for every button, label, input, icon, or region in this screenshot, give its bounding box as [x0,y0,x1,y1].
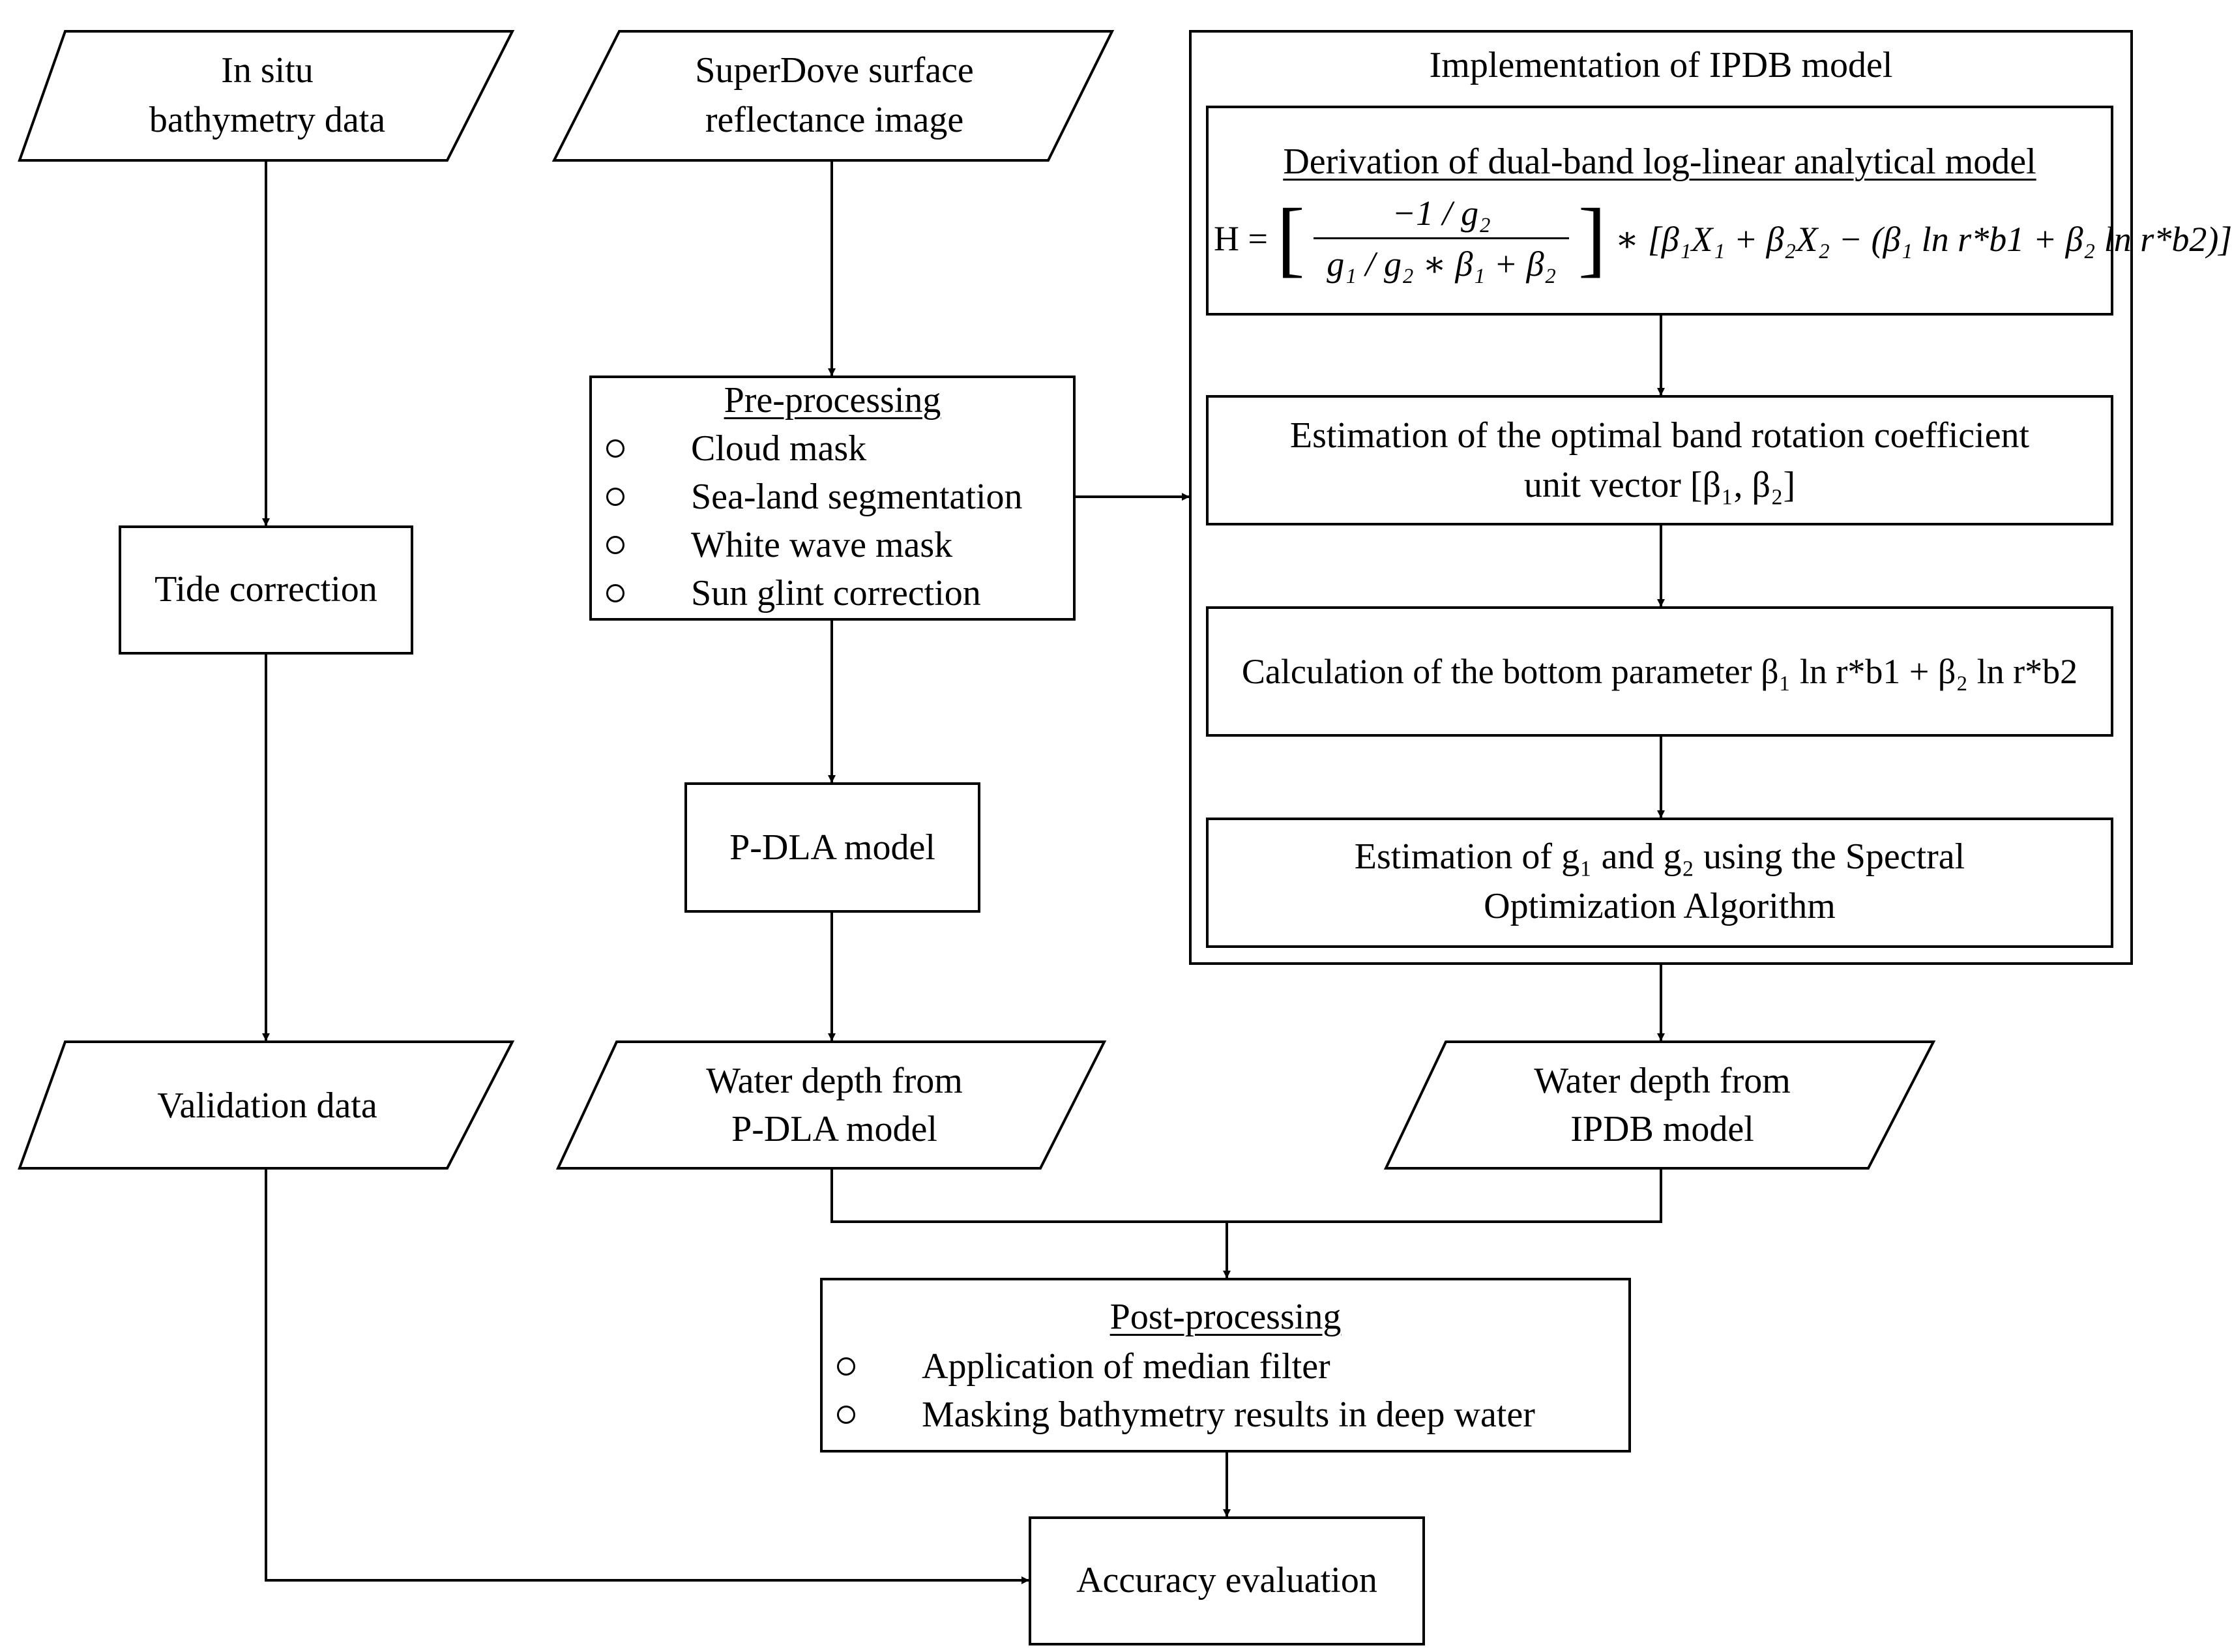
postprocessing-item: Masking bathymetry results in deep water [837,1390,1619,1439]
preprocessing-title: Pre-processing [724,380,941,420]
water-depth-ipdb-line1: Water depth from [1534,1061,1791,1101]
bullet-circle-icon [837,1357,855,1376]
insitu-label-line2: bathymetry data [149,100,386,140]
postprocessing-item: Application of median filter [837,1342,1619,1391]
insitu-shape [18,30,515,162]
validation-shape [18,1040,515,1170]
preprocessing-item: Cloud mask [606,424,1063,473]
superdove-label-line1: SuperDove surface [695,50,974,91]
preprocessing-item: Sea-land segmentation [606,472,1063,522]
preprocessing-item: White wave mask [606,520,1063,570]
derivation-title: Derivation of dual-band log-linear analy… [1283,141,2036,182]
bullet-circle-icon [606,536,624,554]
equation-rhs: ∗ [β₁X₁ + β₂X₂ − (β₁ ln r*b1 + β₂ ln r*b… [1615,219,2232,259]
superdove-label-line2: reflectance image [705,100,964,140]
water-depth-pdla-line2: P-DLA model [731,1109,937,1149]
insitu-label-line1: In situ [221,50,314,91]
superdove-shape [551,30,1115,162]
preprocessing-item: Sun glint correction [606,568,1063,618]
postprocessing-title: Post-processing [1109,1297,1342,1337]
optimal-band-line1: Estimation of the optimal band rotation … [1289,415,2030,456]
g-estimation-box [1206,818,2113,948]
accuracy-evaluation-label: Accuracy evaluation [1076,1560,1377,1600]
equation-fraction: −1 / g₂ g₁ / g₂ ∗ β₁ + β₂ [1314,193,1570,284]
bullet-circle-icon [606,439,624,458]
water-depth-ipdb-shape [1383,1040,1936,1170]
water-depth-pdla-line1: Water depth from [706,1061,963,1101]
bullet-circle-icon [606,584,624,602]
bullet-circle-icon [837,1406,855,1424]
flowchart-canvas [18,30,2133,1645]
pdla-model-label: P-DLA model [729,827,935,868]
tide-correction-label: Tide correction [154,569,377,610]
left-bracket: [ [1276,192,1305,286]
water-depth-pdla-shape [555,1040,1107,1170]
right-bracket: ] [1578,192,1607,286]
water-depth-ipdb-line2: IPDB model [1570,1109,1754,1149]
g-estimation-line2: Optimization Algorithm [1484,886,1836,926]
equation-numerator: −1 / g₂ [1314,193,1570,239]
g-estimation-line1: Estimation of g₁ and g₂ using the Spectr… [1354,836,1965,877]
bathymetry-equation: H = [ −1 / g₂ g₁ / g₂ ∗ β₁ + β₂ ] ∗ [β₁X… [1214,192,2232,304]
ipdb-title: Implementation of IPDB model [1429,45,1893,85]
optimal-band-line2: unit vector [β₁, β₂] [1523,465,1796,505]
bullet-circle-icon [606,488,624,506]
equation-lhs: H = [1214,219,1268,258]
bottom-parameter-label: Calculation of the bottom parameter β₁ l… [1241,652,2078,691]
equation-denominator: g₁ / g₂ ∗ β₁ + β₂ [1327,244,1557,284]
accuracy-box [1029,1516,1425,1645]
validation-data-label: Validation data [157,1085,377,1126]
